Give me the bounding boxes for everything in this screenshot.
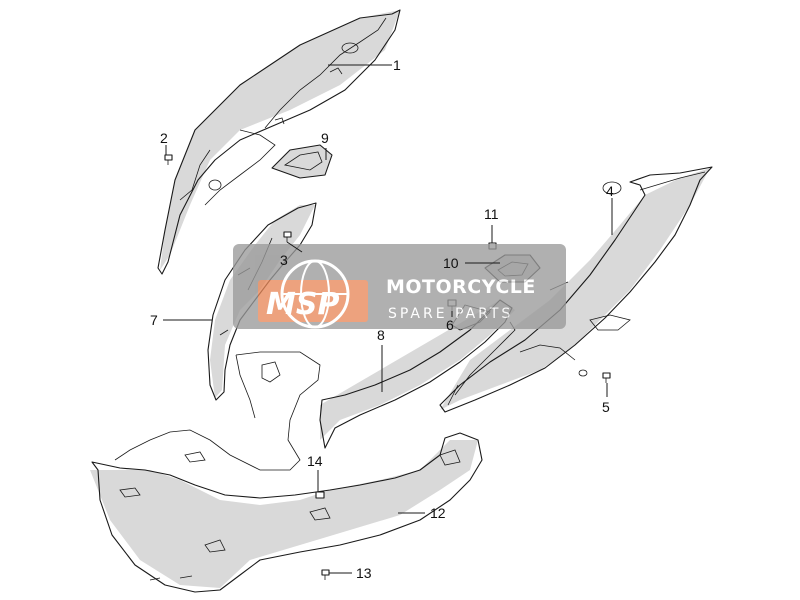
leader-lines xyxy=(163,64,613,574)
watermark-subtitle: SPARE PARTS xyxy=(388,306,513,322)
screw-5 xyxy=(602,372,611,383)
callout-7: 7 xyxy=(150,312,158,328)
callout-8: 8 xyxy=(377,327,385,343)
callout-11: 11 xyxy=(484,206,499,222)
callout-1: 1 xyxy=(393,57,401,73)
callout-13: 13 xyxy=(356,565,372,581)
callout-3: 3 xyxy=(280,252,288,268)
callout-2: 2 xyxy=(160,130,168,146)
callout-4: 4 xyxy=(606,183,614,199)
watermark: MSP MOTORCYCLE SPARE PARTS xyxy=(233,244,566,329)
screw-3 xyxy=(283,231,292,242)
callout-12: 12 xyxy=(430,505,446,521)
leader-3 xyxy=(286,241,303,253)
part-12-floor-pan xyxy=(90,351,483,593)
watermark-logo: MSP xyxy=(266,287,339,322)
watermark-title: MOTORCYCLE xyxy=(386,276,536,298)
callout-9: 9 xyxy=(321,130,329,146)
callout-5: 5 xyxy=(602,399,610,415)
callout-10: 10 xyxy=(443,255,459,271)
callout-labels: 1 2 3 4 5 6 7 8 9 10 11 12 13 14 xyxy=(150,57,614,581)
screw-2 xyxy=(164,154,173,165)
part-4-rear-side-panel xyxy=(439,166,713,413)
screw-14 xyxy=(315,491,325,499)
callout-6: 6 xyxy=(446,317,454,333)
screw-13 xyxy=(321,569,330,580)
callout-14: 14 xyxy=(307,453,323,469)
part-9-bracket xyxy=(271,144,333,179)
